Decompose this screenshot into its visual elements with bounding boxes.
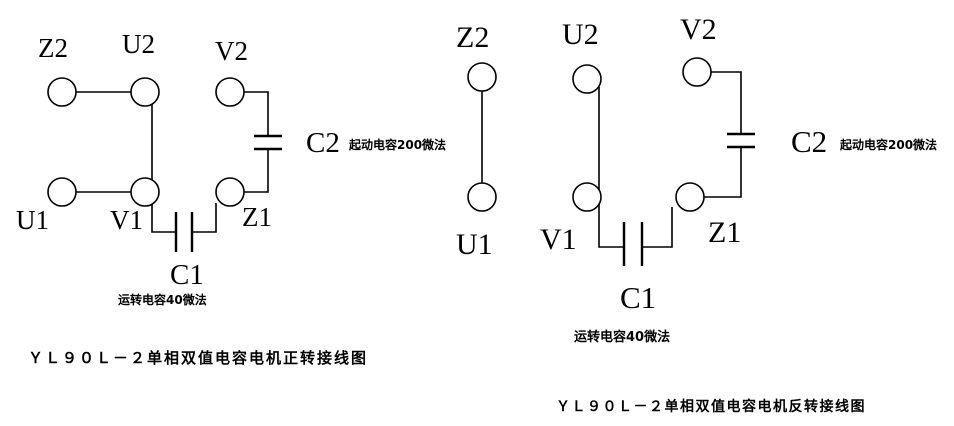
terminal-circle-z1 [675, 182, 705, 212]
wire-v2-to-c2 [244, 91, 269, 136]
wire-c1-to-z1 [642, 207, 673, 248]
terminal-label-z2: Z2 [456, 21, 489, 54]
terminal-circle-v2 [215, 77, 245, 107]
terminal-label-u1: U1 [456, 228, 493, 261]
capacitor-c1-label: C1 [620, 280, 656, 315]
terminal-label-v2: V2 [215, 36, 248, 66]
capacitor-c1-description: 运转电容40微法 [574, 329, 670, 345]
capacitor-c1-label: C1 [170, 259, 204, 291]
terminal-label-v1: V1 [540, 223, 577, 256]
terminal-label-u2: U2 [122, 29, 155, 59]
terminal-circle-z2 [47, 77, 77, 107]
forward-diagram-caption: ＹＬ９０Ｌ－２单相双值电容电机正转接线图 [28, 349, 368, 367]
capacitor-c2-label: C2 [791, 124, 827, 159]
terminal-label-u2: U2 [562, 18, 599, 51]
terminal-circle-u2 [130, 77, 160, 107]
wire-u2-to-c1 [598, 87, 624, 248]
terminal-label-z2: Z2 [38, 33, 68, 63]
terminal-label-z1: Z1 [708, 216, 741, 249]
reverse-wiring-diagram: Z2 U2 V2 U1 V1 Z1 C1 运转电容40微法 C2 起动电容200… [456, 13, 937, 415]
terminal-circle-v1 [130, 177, 160, 207]
capacitor-c1-description: 运转电容40微法 [118, 292, 207, 307]
terminal-circle-v2 [682, 57, 712, 87]
wire-c1-to-z1 [192, 203, 217, 233]
terminal-circle-z2 [467, 62, 497, 92]
terminal-label-z1: Z1 [242, 202, 272, 232]
forward-wiring-diagram: Z2 U2 V2 U1 V1 Z1 C1 运转电容40微法 C2 起动电容200… [16, 29, 446, 367]
wire-u2-to-c1 [151, 104, 176, 233]
wire-c2-to-z1 [704, 147, 742, 198]
wire-v2-to-c2 [711, 71, 742, 134]
terminal-label-v2: V2 [680, 13, 717, 46]
terminal-label-v1: V1 [110, 205, 143, 235]
capacitor-c2-description: 起动电容200微法 [839, 137, 937, 152]
terminal-circle-v1 [572, 182, 602, 212]
wire-c2-to-z1 [244, 149, 269, 193]
capacitor-c2-label: C2 [306, 127, 340, 159]
terminal-circle-u2 [572, 64, 602, 94]
capacitor-c2-description: 起动电容200微法 [348, 137, 446, 152]
terminal-circle-u1 [467, 182, 497, 212]
terminal-label-u1: U1 [16, 205, 49, 235]
terminal-circle-z1 [215, 177, 245, 207]
terminal-circle-u1 [47, 177, 77, 207]
reverse-diagram-caption: ＹＬ９０Ｌ－２单相双值电容电机反转接线图 [556, 398, 866, 415]
